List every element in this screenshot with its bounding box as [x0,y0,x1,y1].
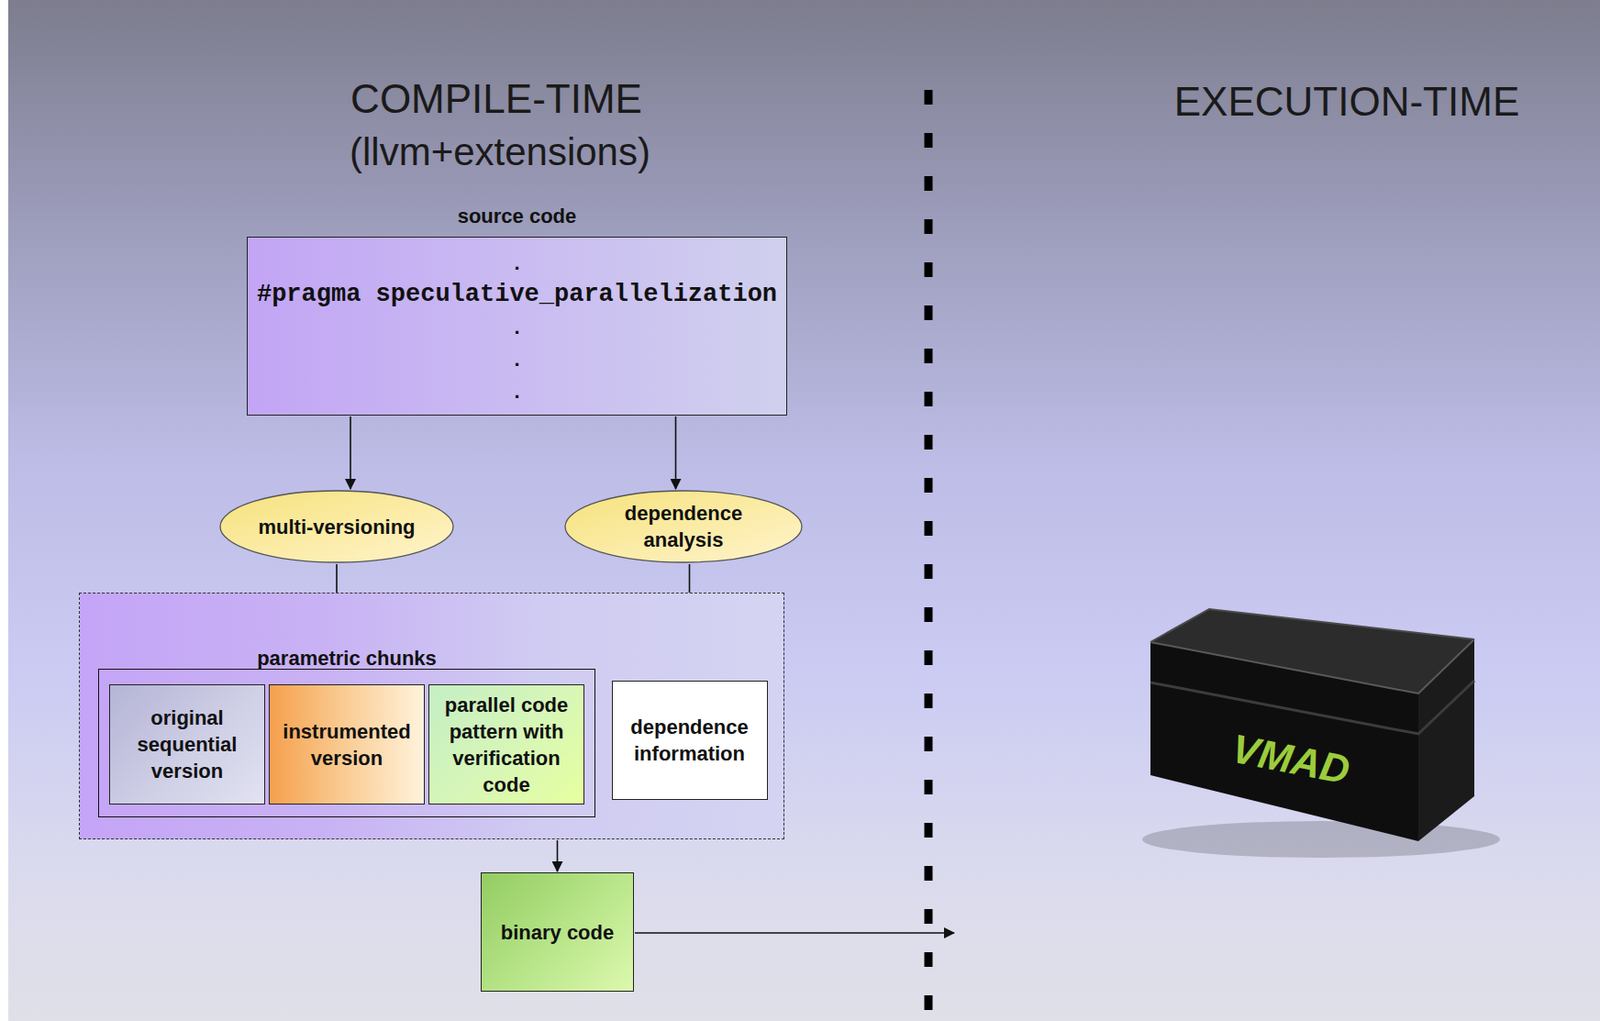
page-edge [0,0,9,1021]
node-label: parallel code pattern with verification … [437,691,576,799]
node-label: . [513,311,520,344]
node-heading: parametric chunks [98,648,596,669]
connector-arrow [349,416,352,489]
time-divider [924,89,934,1021]
node-heading: source code [247,206,787,227]
node-label: dependence analysis [600,500,767,554]
node-content: binary code [481,873,634,991]
connector-arrow [556,840,559,872]
section-heading: COMPILE-TIME [350,76,643,123]
dashed-group-box: parametric chunks original sequential ver… [78,592,785,840]
node-content: dependence analysis [564,489,803,564]
black-box-illustration [1142,609,1500,858]
connector-arrow [675,416,678,489]
process-ellipse: multi-versioning [219,489,455,564]
node-label: original sequential version [118,704,256,785]
node-content: multi-versioning [219,489,455,564]
version-box: original sequential version [109,684,266,805]
box-label: VMAD [1228,725,1355,794]
node-content: .#pragma speculative_parallelization... [247,237,787,415]
node-label: dependence information [621,713,759,767]
version-box: instrumented version [268,684,425,805]
section-heading: EXECUTION-TIME [1174,78,1520,126]
ellipse-outline [564,489,803,564]
output-arrow [634,932,955,934]
process-ellipse: dependence analysis [564,489,803,564]
ellipse-shape [220,490,454,563]
info-box: dependence information [611,680,768,800]
node-label: . [513,375,520,408]
node-content: original sequential version [110,685,265,804]
node-content: instrumented version [269,685,424,804]
ellipse-shape [565,490,802,563]
chunk-group-box: parametric chunks original sequential ver… [98,643,596,818]
node-label: instrumented version [277,718,416,772]
node-label: multi-versioning [257,513,415,541]
node-label: . [513,343,520,376]
output-box: binary code [480,872,634,992]
source-code-box: source code.#pragma speculative_parallel… [246,236,788,416]
code-line: #pragma speculative_parallelization [256,278,778,312]
section-subheading: (llvm+extensions) [349,130,651,175]
node-content: parallel code pattern with verification … [429,685,584,804]
version-box: parallel code pattern with verification … [428,684,585,805]
node-label: . [513,246,520,279]
node-label: binary code [500,919,614,946]
node-content: dependence information [612,681,767,800]
